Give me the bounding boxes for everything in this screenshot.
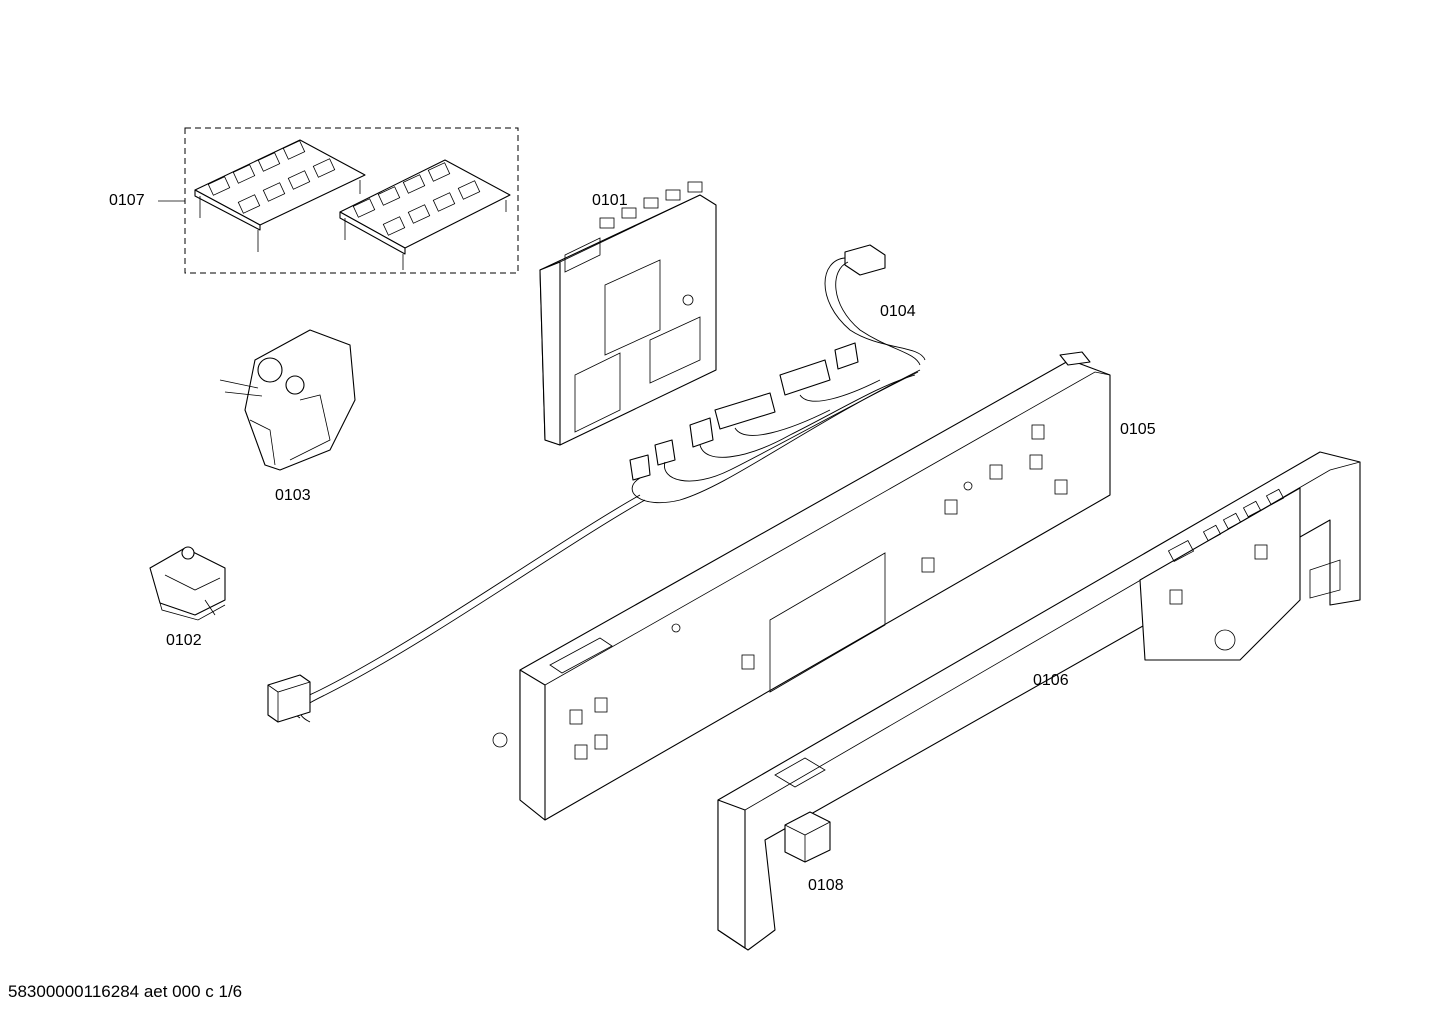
part-0103-drawing	[219, 329, 356, 471]
part-0108-drawing	[784, 811, 831, 863]
part-label-0102: 0102	[166, 632, 202, 649]
part-label-0104: 0104	[880, 303, 916, 320]
part-label-0108: 0108	[808, 877, 844, 894]
part-0107-drawing	[158, 127, 519, 274]
part-label-0107: 0107	[109, 192, 145, 209]
part-0104-drawing	[267, 244, 926, 723]
part-label-0101: 0101	[592, 192, 628, 209]
part-0105-drawing	[492, 351, 1111, 821]
drawing-reference-number: 58300000116284 aet 000 c 1/6	[8, 982, 243, 1001]
part-0102-drawing	[149, 546, 226, 621]
part-0101-drawing	[539, 181, 717, 446]
part-0106-drawing	[717, 451, 1361, 951]
part-label-0106: 0106	[1033, 672, 1069, 689]
part-label-0103: 0103	[275, 487, 311, 504]
part-label-0105: 0105	[1120, 421, 1156, 438]
